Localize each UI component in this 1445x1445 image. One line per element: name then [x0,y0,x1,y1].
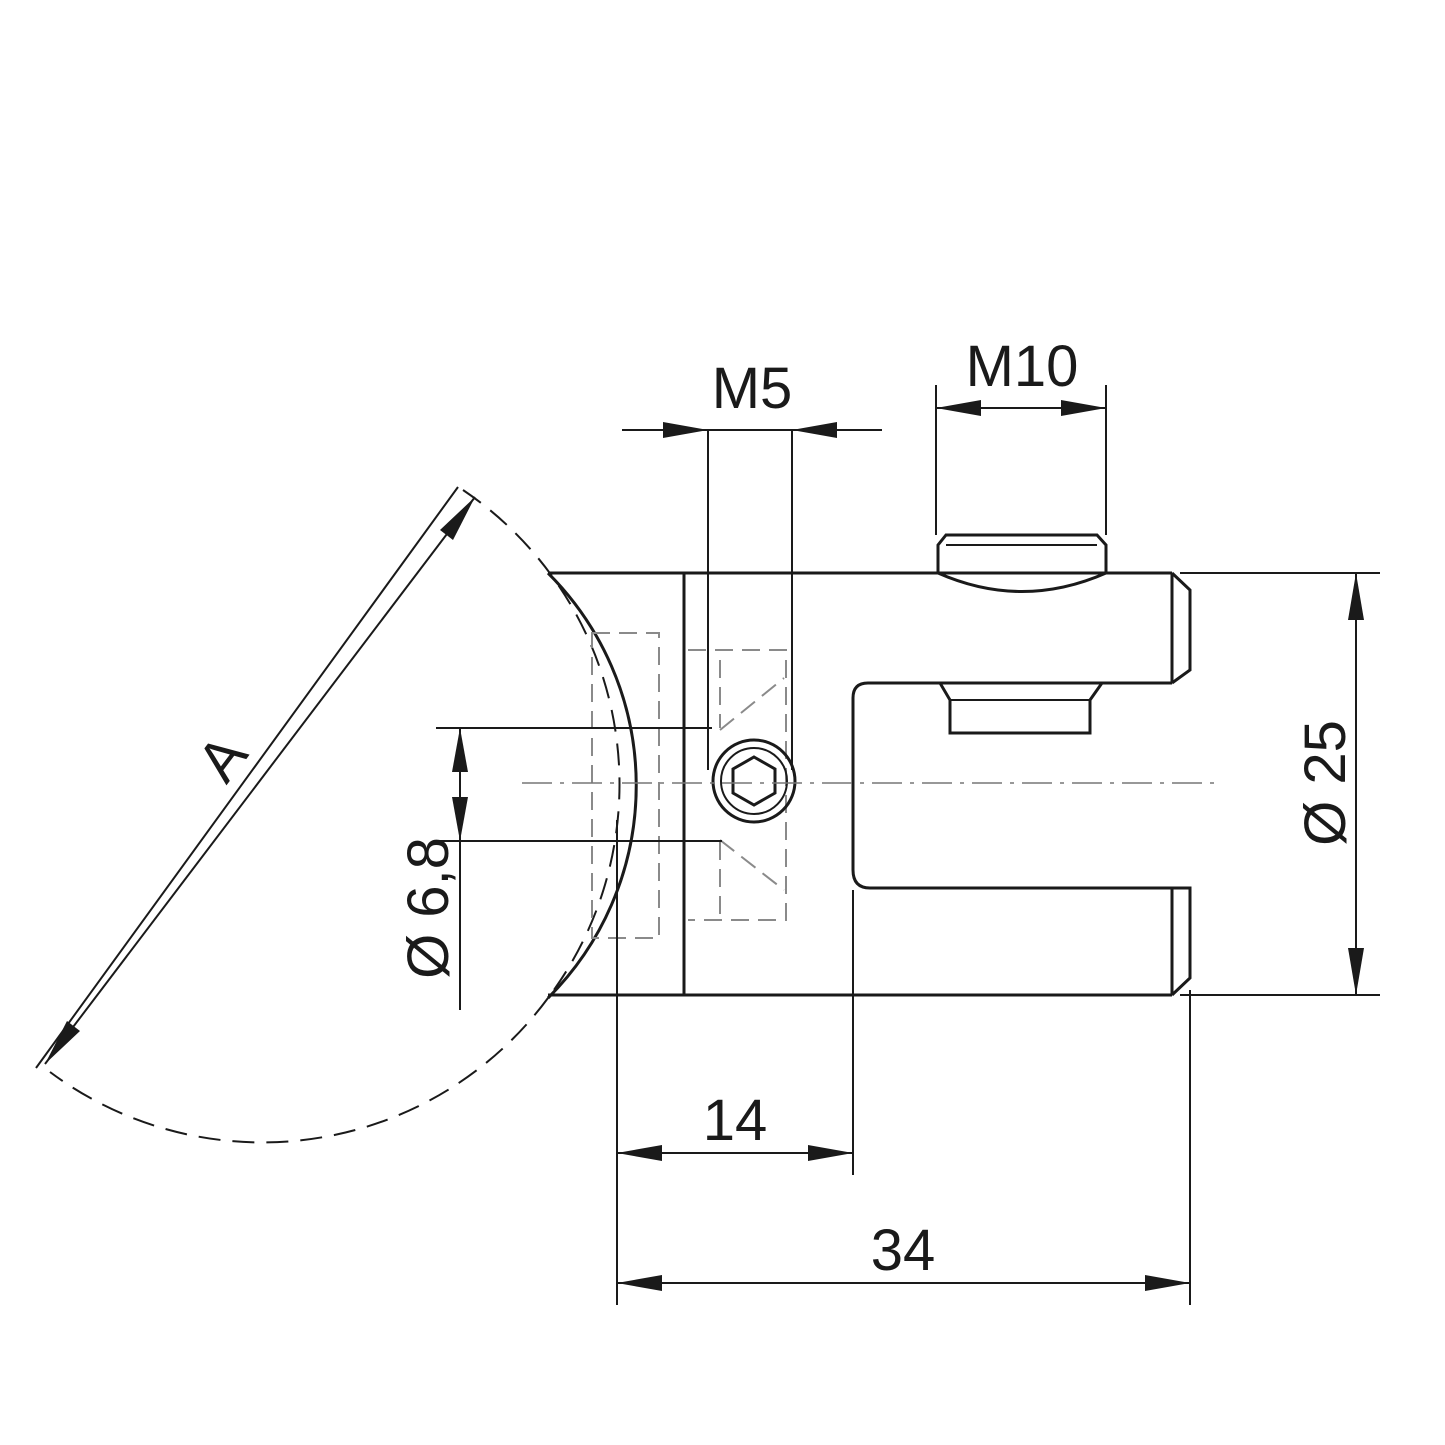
label-14: 14 [703,1088,768,1153]
dim-m5: M5 [622,356,882,770]
m10-stud [936,533,1108,593]
dim-m10: M10 [935,334,1107,535]
label-dia68: Ø 6,8 [396,837,461,979]
hidden-features [591,632,787,939]
label-a: A [185,723,260,793]
label-dia25: Ø 25 [1293,720,1358,846]
phantom-arc [462,489,621,999]
clamp-body [548,571,1192,997]
label-m5: M5 [712,356,793,421]
label-34: 34 [871,1218,936,1283]
slot-insert [938,682,1104,735]
dim-a: A [35,486,476,1069]
dim-dia25: Ø 25 [1180,572,1380,996]
dim-34: 34 [617,990,1191,1305]
contact-face [546,571,638,1000]
dim-dia68: Ø 6,8 [396,727,722,1010]
dim-14: 14 [616,820,854,1305]
phantom-arc-lower [49,997,549,1144]
set-screw-hex-icon [711,738,797,824]
label-m10: M10 [966,334,1079,399]
